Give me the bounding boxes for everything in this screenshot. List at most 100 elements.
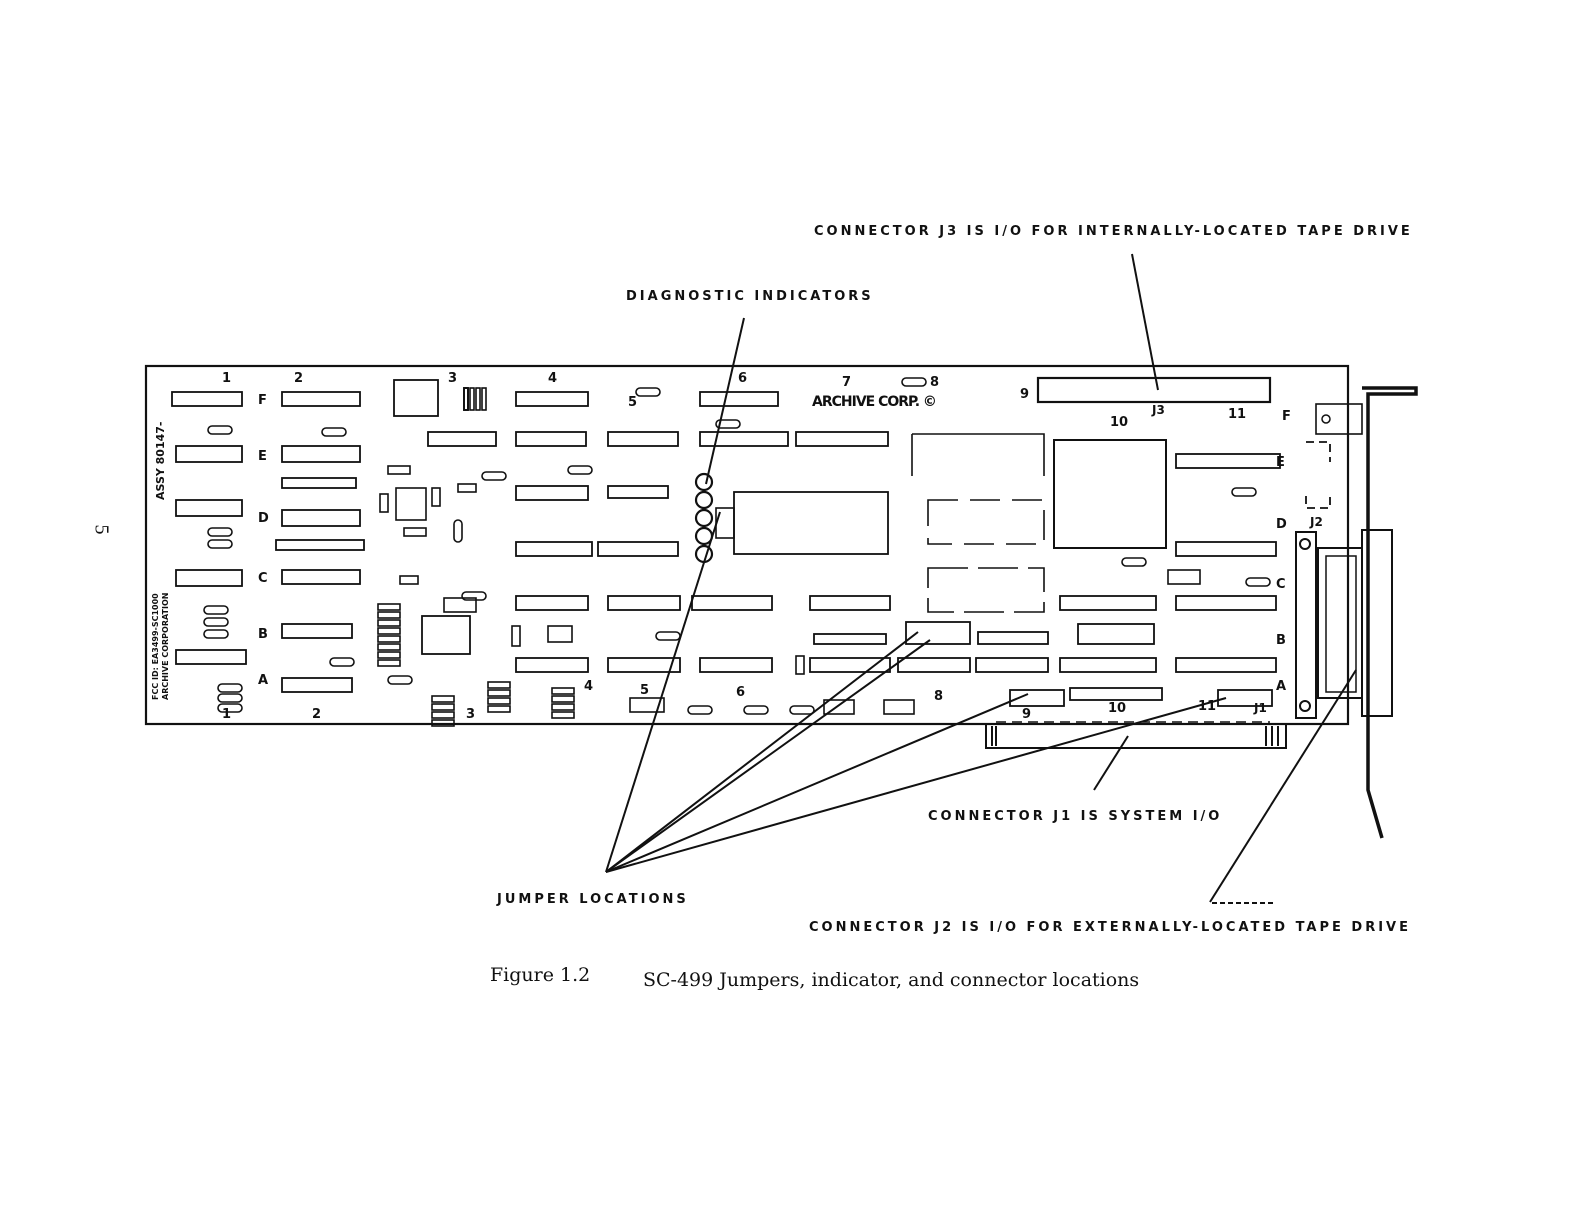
resistor-pack xyxy=(377,619,401,627)
resistor-pack xyxy=(551,711,575,719)
small-component xyxy=(431,487,441,507)
capacitor xyxy=(789,705,815,715)
crystal xyxy=(395,487,427,521)
pointer-lines xyxy=(605,253,1357,904)
column-label-bottom: 5 xyxy=(640,683,649,698)
resistor-pack xyxy=(377,651,401,659)
small-component xyxy=(217,693,243,703)
dip-ic xyxy=(897,657,971,673)
row-label-left: E xyxy=(258,449,267,464)
jumper-blocks xyxy=(905,621,1273,707)
column-label-bottom: 4 xyxy=(584,679,593,694)
callout-jumper-locations: JUMPER LOCATIONS xyxy=(497,892,689,907)
connector-j1 xyxy=(985,724,1287,749)
small-component xyxy=(203,617,229,627)
dip-ic xyxy=(699,657,773,673)
dip-ic xyxy=(281,509,361,527)
dip-ic xyxy=(515,431,587,447)
column-label-bottom: 2 xyxy=(312,707,321,722)
column-label-bottom: 10 xyxy=(1108,701,1126,716)
resistor-pack xyxy=(377,627,401,635)
capacitor xyxy=(687,705,713,715)
resistor xyxy=(629,697,665,713)
capacitor xyxy=(481,471,507,481)
column-label-bottom: 3 xyxy=(466,707,475,722)
dip-ic xyxy=(515,595,589,611)
capacitor xyxy=(715,419,741,429)
capacitor xyxy=(1121,557,1147,567)
small-component xyxy=(715,507,735,539)
dip-ic xyxy=(977,631,1049,645)
dip-ic xyxy=(515,391,589,407)
small-component xyxy=(443,597,477,613)
column-label-bottom: 8 xyxy=(934,689,943,704)
callout-connector-j1: CONNECTOR J1 IS SYSTEM I/O xyxy=(928,809,1223,824)
dip-ic xyxy=(175,499,243,517)
small-component xyxy=(207,539,233,549)
row-label-right: D xyxy=(1276,517,1287,532)
board-fcc-id: FCC ID: EA3499-SC1000 xyxy=(151,593,160,700)
resistor-pack xyxy=(431,719,455,727)
j2-outline xyxy=(1305,441,1331,509)
resistor xyxy=(547,625,573,643)
dip-ic xyxy=(975,657,1049,673)
capacitor xyxy=(1231,487,1257,497)
resistor-pack xyxy=(487,689,511,697)
column-label-bottom: 9 xyxy=(1022,707,1031,722)
resistor-pack xyxy=(377,611,401,619)
dip-ic xyxy=(515,485,589,501)
capacitor xyxy=(901,377,927,387)
connector-j3 xyxy=(1036,376,1272,404)
dip-ic xyxy=(795,431,889,447)
resistor-pack xyxy=(431,703,455,711)
dip-ic xyxy=(281,623,353,639)
dip-ic xyxy=(281,477,357,489)
resistor xyxy=(1167,569,1201,585)
j2-label: J2 xyxy=(1309,515,1323,529)
row-label-left: A xyxy=(258,673,268,688)
resistor-pack xyxy=(377,659,401,667)
dip-ic xyxy=(699,431,789,447)
dip-ic xyxy=(171,391,243,407)
capacitor xyxy=(1245,577,1271,587)
row-label-left: F xyxy=(258,393,267,408)
row-label-left: C xyxy=(258,571,268,586)
resistor xyxy=(403,527,427,537)
row-label-left: B xyxy=(258,627,268,642)
dip-ic xyxy=(1175,541,1277,557)
mounting-bracket xyxy=(1362,386,1418,839)
capacitor xyxy=(635,387,661,397)
capacitor xyxy=(321,427,347,437)
resistor xyxy=(457,483,477,493)
resistor-pack xyxy=(487,681,511,689)
small-component xyxy=(379,493,389,513)
column-label-top: 8 xyxy=(930,375,939,390)
dip-ic xyxy=(1175,657,1277,673)
row-label-right: A xyxy=(1276,679,1286,694)
column-label-top: 3 xyxy=(448,371,457,386)
resistor xyxy=(399,575,419,585)
column-label-bottom: 11 xyxy=(1198,699,1216,714)
dip-ic xyxy=(1059,657,1157,673)
j1-label: J1 xyxy=(1253,701,1267,715)
dip-ic xyxy=(809,657,891,673)
dip-ic xyxy=(281,677,353,693)
row-label-right: B xyxy=(1276,633,1286,648)
resistor xyxy=(883,699,915,715)
capacitor xyxy=(743,705,769,715)
column-label-top: 1 xyxy=(222,371,231,386)
resistor-pack xyxy=(475,387,481,411)
resistor-pack xyxy=(551,703,575,711)
dip-ic xyxy=(281,569,361,585)
capacitor xyxy=(461,591,487,601)
row-label-right: F xyxy=(1282,409,1291,424)
column-label-top: 7 xyxy=(842,375,851,390)
resistor-pack xyxy=(431,695,455,703)
dip-ic xyxy=(281,391,361,407)
capacitor xyxy=(207,425,233,435)
dip-ic xyxy=(597,541,679,557)
dip-ic xyxy=(427,431,497,447)
dip-ic xyxy=(281,445,361,463)
callout-connector-j2: CONNECTOR J2 IS I/O FOR EXTERNALLY-LOCAT… xyxy=(809,920,1411,935)
